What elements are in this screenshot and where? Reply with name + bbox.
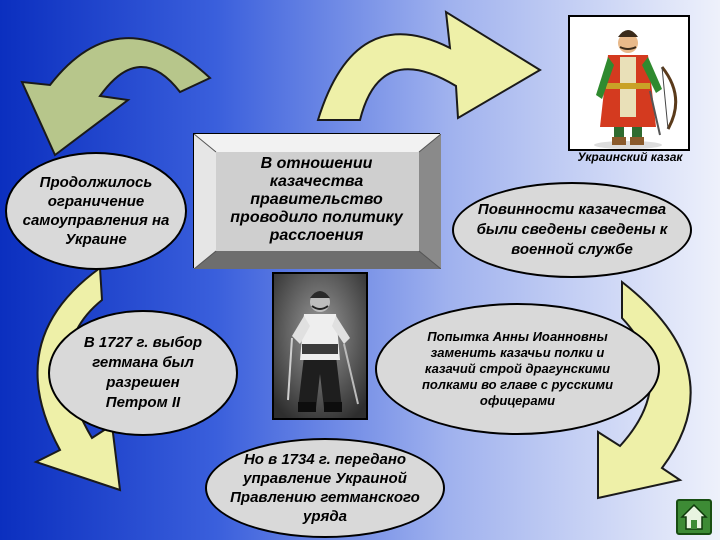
curved-arrow-top-left: [20, 37, 212, 157]
oval-bottom-right-text: Попытка Анны Иоанновны заменить казачьи …: [421, 329, 614, 408]
home-icon: [680, 503, 708, 530]
photo-caption: Украинский казак: [577, 150, 683, 164]
cossack-figure-icon: [570, 17, 688, 149]
cossack-photo: [272, 272, 368, 420]
oval-left: Продолжилось ограничение самоуправления …: [5, 152, 187, 270]
oval-right: Повинности казачества были сведены сведе…: [452, 182, 692, 278]
oval-bottom-right: Попытка Анны Иоанновны заменить казачьи …: [375, 303, 660, 435]
oval-right-text: Повинности казачества были сведены сведе…: [476, 201, 668, 258]
oval-bottom-left: В 1727 г. выбор гетмана был разрешен Пет…: [48, 310, 238, 436]
home-button[interactable]: [676, 499, 712, 535]
bevel-frame: [194, 134, 441, 269]
center-box-text: В отношении казачества правительство про…: [230, 155, 403, 244]
oval-bottom-left-text: В 1727 г. выбор гетмана был разрешен Пет…: [83, 334, 203, 411]
oval-left-text: Продолжилось ограничение самоуправления …: [22, 174, 170, 248]
center-bevel-box: В отношении казачества правительство про…: [193, 133, 441, 269]
curved-arrow-top-right: [316, 10, 542, 121]
oval-bottom-center-text: Но в 1734 г. передано управление Украино…: [230, 451, 420, 525]
oval-bottom-center: Но в 1734 г. передано управление Украино…: [205, 438, 445, 538]
cossack-illustration: [568, 15, 690, 151]
cossack-photo-figure-icon: [274, 274, 366, 418]
